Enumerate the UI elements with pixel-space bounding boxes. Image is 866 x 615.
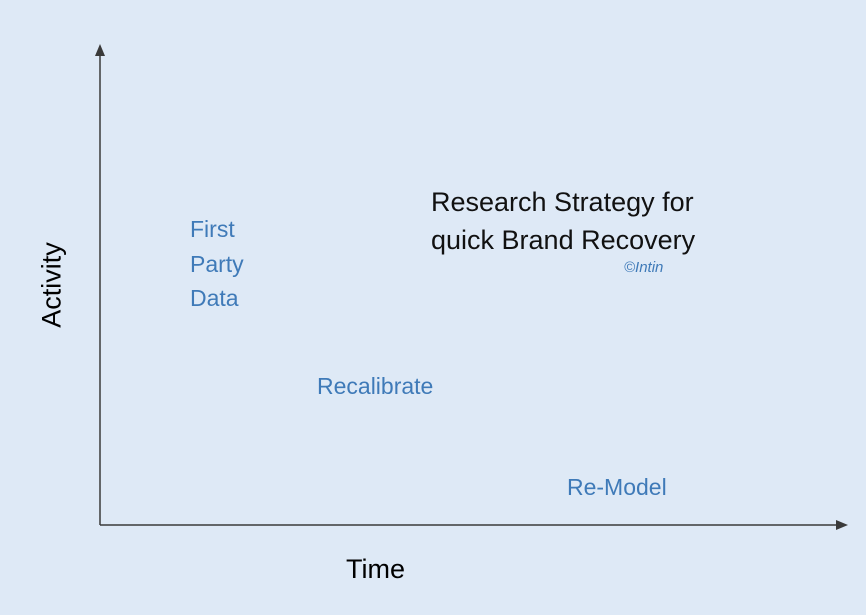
recalibrate-label: Recalibrate: [317, 373, 434, 399]
y-axis-label: Activity: [36, 242, 67, 328]
first-party-line-1: First: [190, 216, 235, 242]
first-party-line-3: Data: [190, 285, 239, 311]
first-party-data-label: First Party Data: [190, 212, 244, 316]
y-axis-arrowhead: [95, 44, 105, 56]
diagram-title: Research Strategy for quick Brand Recove…: [431, 183, 695, 259]
copyright-note: ©Intin: [624, 259, 664, 276]
x-axis-arrowhead: [836, 520, 848, 530]
first-party-line-2: Party: [190, 250, 244, 277]
title-line-2: quick Brand Recovery: [431, 225, 696, 255]
title-line-1: Research Strategy for: [431, 187, 694, 217]
remodel-label: Re-Model: [567, 474, 667, 500]
x-axis-label: Time: [346, 554, 405, 584]
